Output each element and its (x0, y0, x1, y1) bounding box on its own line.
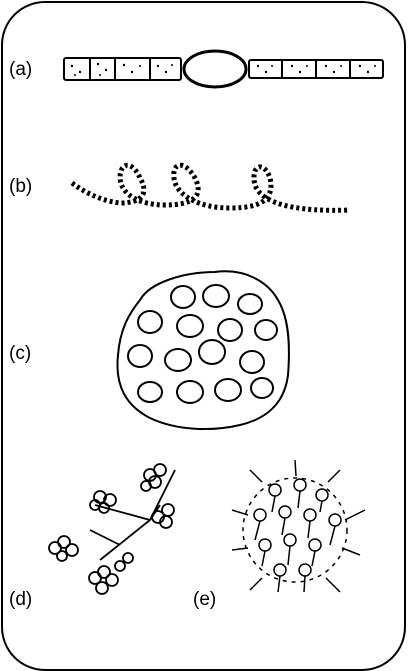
drawing-d-branched-cluster (49, 464, 175, 594)
drawing-e-radiating-colony (232, 460, 365, 592)
drawing-a-filament (64, 51, 383, 87)
drawing-b-coiled-chain (72, 165, 350, 210)
drawing-c-colony (117, 271, 289, 429)
organism-drawings (0, 0, 409, 613)
